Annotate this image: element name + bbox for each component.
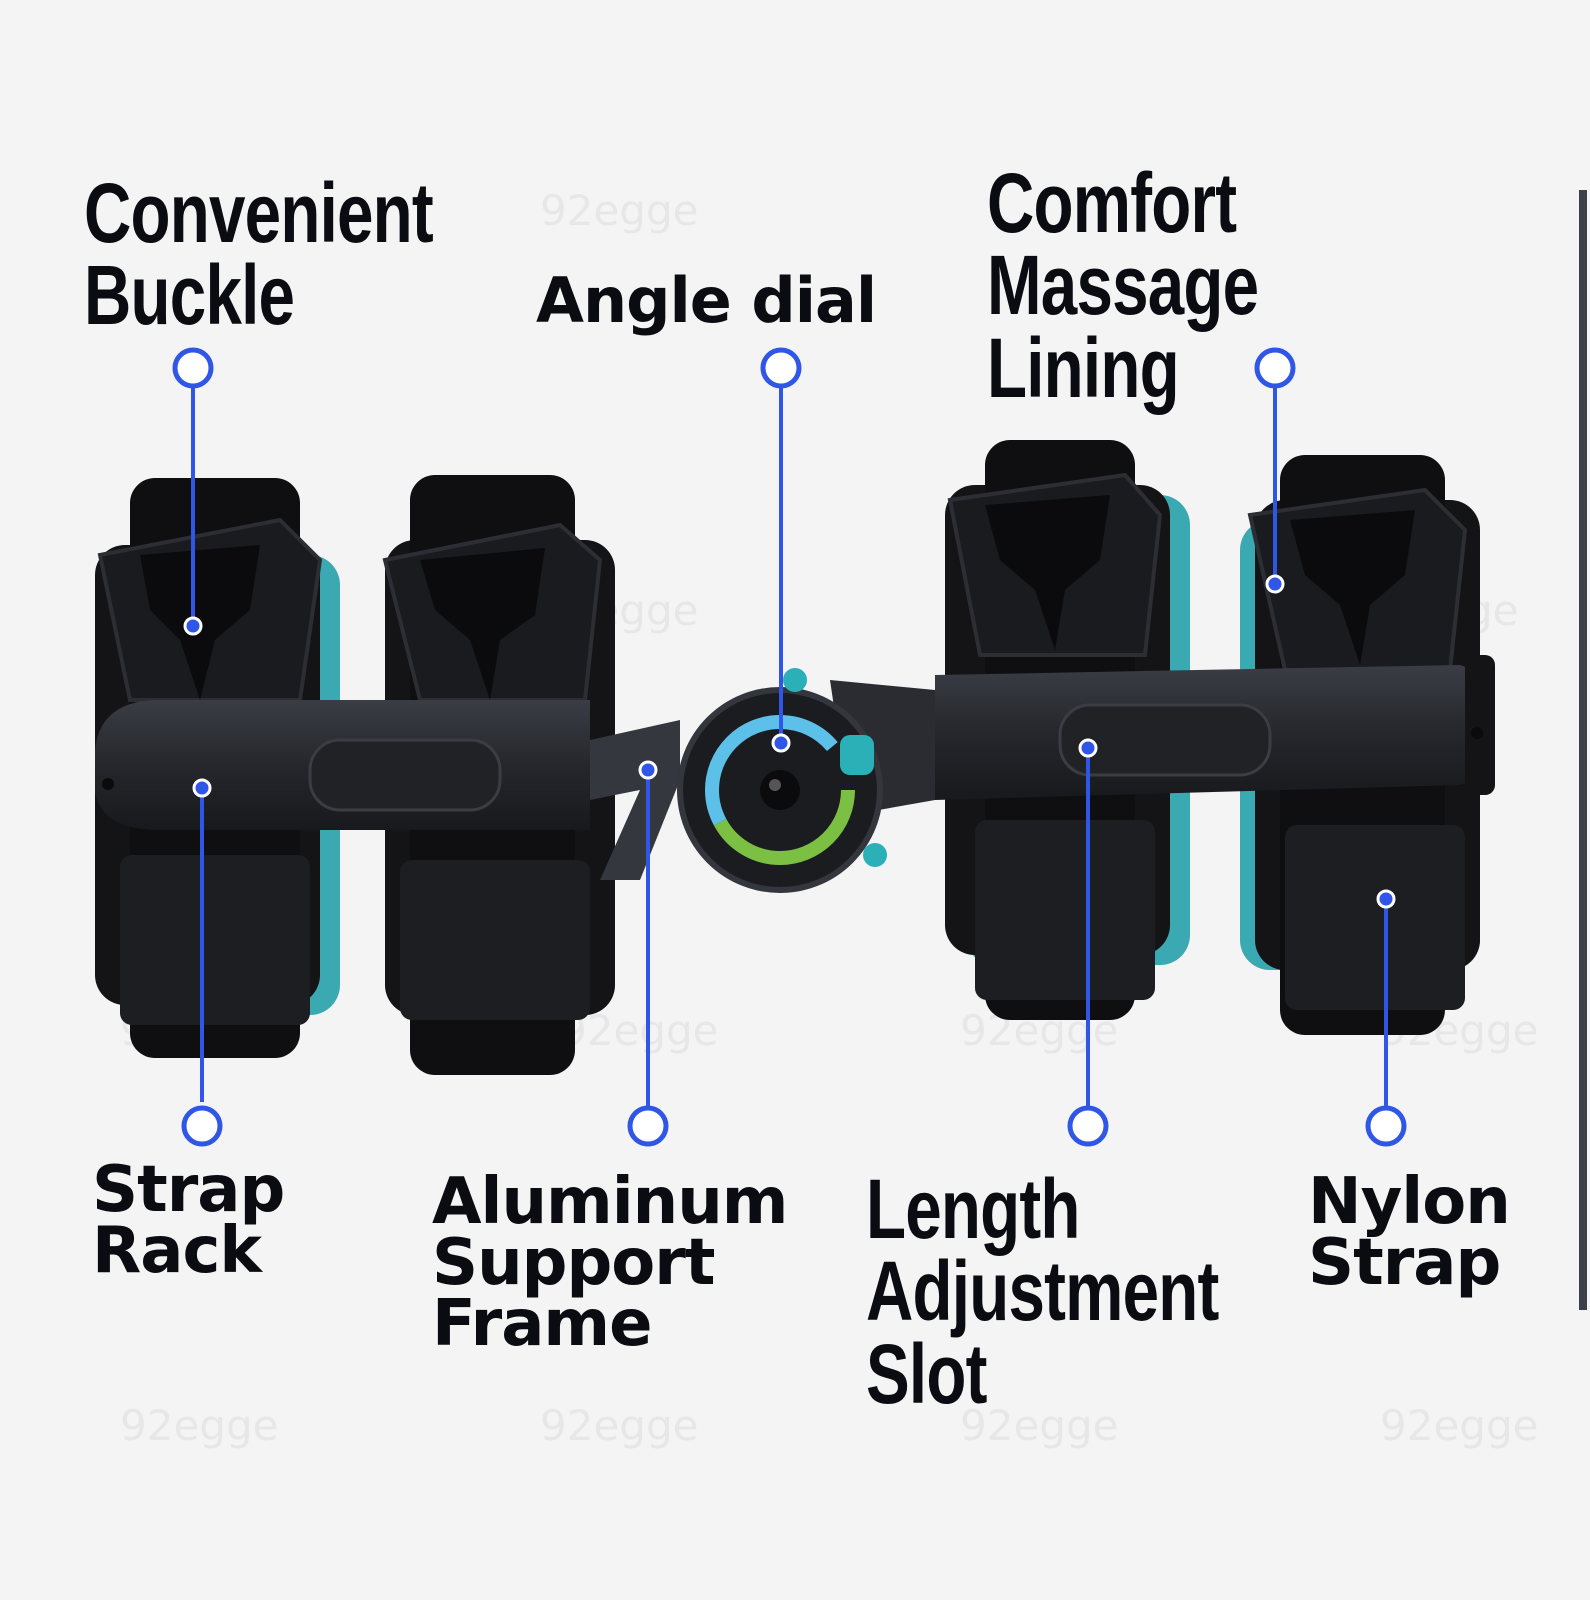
callout-ring-angle-dial bbox=[760, 347, 802, 389]
svg-text:92egge: 92egge bbox=[120, 1401, 278, 1450]
callout-ring-length-slot bbox=[1067, 1105, 1109, 1147]
label-aluminum-support-frame: Aluminum Support Frame bbox=[432, 1165, 788, 1361]
callout-dot-buckle bbox=[183, 616, 203, 636]
callout-dot-angle-dial bbox=[771, 733, 791, 753]
svg-text:92egge: 92egge bbox=[540, 186, 698, 235]
callout-dot-length-slot bbox=[1078, 738, 1098, 758]
callout-dot-strap-rack bbox=[192, 778, 212, 798]
label-convenient-buckle: Convenient Buckle bbox=[84, 166, 434, 343]
callout-dot-lining bbox=[1265, 574, 1285, 594]
callout-ring-frame bbox=[627, 1105, 669, 1147]
callout-ring-lining bbox=[1254, 347, 1296, 389]
callout-dot-nylon-strap bbox=[1376, 889, 1396, 909]
svg-text:92egge: 92egge bbox=[960, 1401, 1118, 1450]
label-strap-rack: Strap Rack bbox=[92, 1153, 285, 1288]
callout-ring-buckle bbox=[172, 347, 214, 389]
callout-markers bbox=[172, 347, 1407, 1147]
callout-lines bbox=[191, 388, 1388, 1110]
label-angle-dial: Angle dial bbox=[536, 264, 877, 337]
label-nylon-strap: Nylon Strap bbox=[1308, 1165, 1511, 1300]
callout-ring-strap-rack bbox=[181, 1105, 223, 1147]
support-frame bbox=[95, 655, 1495, 880]
callout-dot-frame bbox=[638, 760, 658, 780]
svg-text:92egge: 92egge bbox=[1380, 1401, 1538, 1450]
label-comfort-massage-lining: Comfort Massage Lining bbox=[987, 156, 1259, 415]
svg-text:92egge: 92egge bbox=[540, 1401, 698, 1450]
label-length-adjustment-slot: Length Adjustment Slot bbox=[866, 1162, 1219, 1421]
right-edge-rule bbox=[1579, 190, 1587, 1310]
callout-ring-nylon-strap bbox=[1365, 1105, 1407, 1147]
